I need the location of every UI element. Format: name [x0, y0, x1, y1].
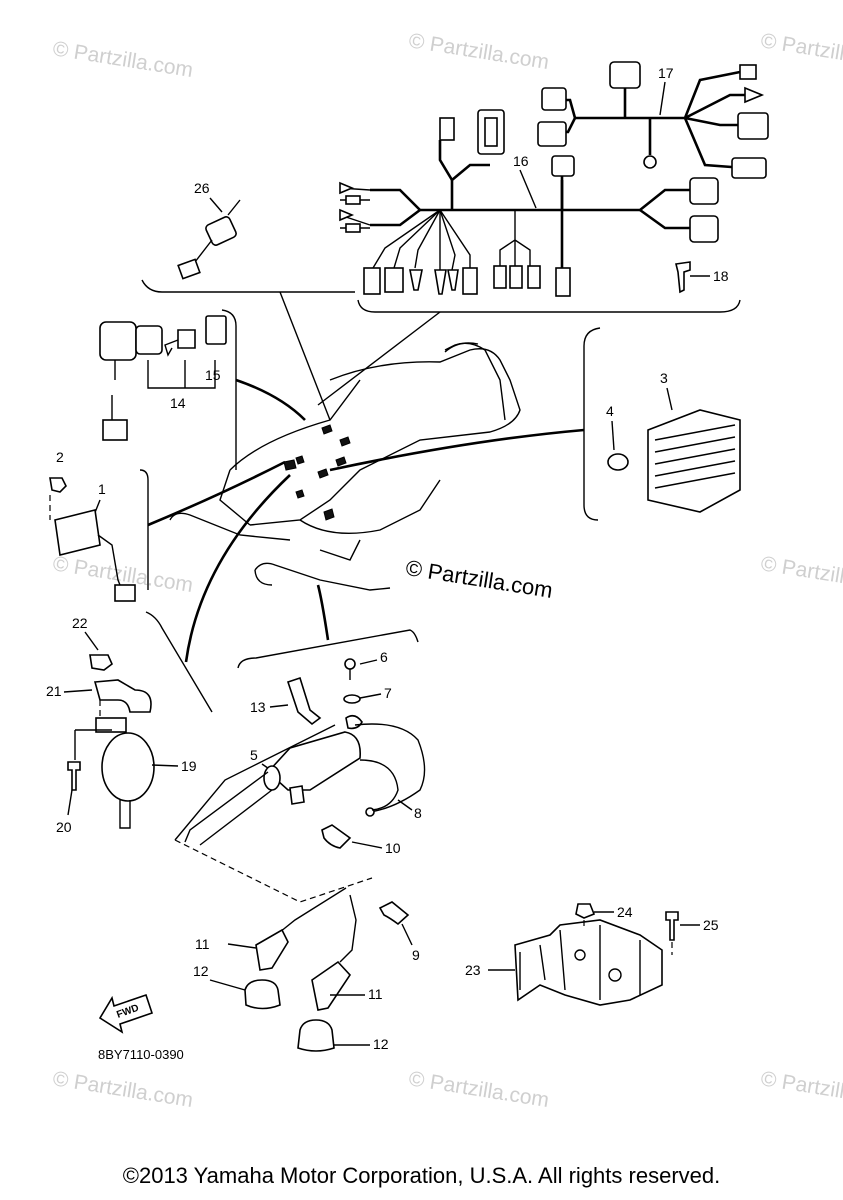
callout-16: 16 — [513, 153, 529, 169]
parts-19-22-clamp: 22 21 19 20 — [46, 474, 291, 835]
parts-14-15-main-switch: 14 15 — [99, 309, 306, 470]
callout-12a: 12 — [193, 963, 209, 979]
callout-25: 25 — [703, 917, 719, 933]
callout-14: 14 — [170, 395, 186, 411]
watermark: © Partzilla.com — [51, 37, 194, 82]
callout-21: 21 — [46, 683, 62, 699]
callout-18: 18 — [713, 268, 729, 284]
callout-11a: 11 — [195, 936, 210, 952]
callout-20: 20 — [56, 819, 72, 835]
callout-11b: 11 — [368, 986, 383, 1002]
callout-3: 3 — [660, 370, 668, 386]
watermark: © Partzilla.com — [759, 1067, 843, 1112]
callout-13: 13 — [250, 699, 266, 715]
callout-2: 2 — [56, 449, 64, 465]
callout-12b: 12 — [373, 1036, 389, 1052]
part-26-switch: 26 — [141, 180, 355, 421]
callout-22: 22 — [72, 615, 88, 631]
watermark: © Partzilla.com — [407, 1067, 550, 1112]
parts-3-4-rectifier: 3 4 — [329, 327, 741, 521]
callout-7: 7 — [384, 685, 392, 701]
callout-19: 19 — [181, 758, 197, 774]
watermark: © Partzilla.com — [759, 552, 843, 597]
callout-10: 10 — [385, 840, 401, 856]
fwd-arrow: FWD — [98, 993, 154, 1034]
callout-8: 8 — [414, 805, 422, 821]
callout-4: 4 — [606, 403, 614, 419]
callout-1: 1 — [98, 481, 106, 497]
diagram-code: 8BY7110-0390 — [98, 1047, 184, 1062]
parts-1-2-cdi-unit: 2 1 — [49, 449, 286, 602]
watermark: © Partzilla.com — [407, 29, 550, 74]
callout-23: 23 — [465, 962, 481, 978]
callout-5: 5 — [250, 747, 258, 763]
watermark: © Partzilla.com — [51, 1067, 194, 1112]
ignition-coil-group: 6 7 13 8 5 10 9 11 12 — [174, 584, 426, 1052]
callout-15: 15 — [205, 367, 221, 383]
wire-harness: 16 17 18 — [317, 61, 769, 406]
parts-23-25-bracket: 24 25 23 — [465, 903, 719, 1006]
copyright-notice: ©2013 Yamaha Motor Corporation, U.S.A. A… — [122, 1163, 721, 1188]
callout-26: 26 — [194, 180, 210, 196]
watermark: © Partzilla.com — [759, 29, 843, 74]
snowmobile-outline — [169, 342, 521, 591]
callout-9: 9 — [412, 947, 420, 963]
callout-24: 24 — [617, 904, 633, 920]
callout-17: 17 — [658, 65, 674, 81]
callout-6: 6 — [380, 649, 388, 665]
